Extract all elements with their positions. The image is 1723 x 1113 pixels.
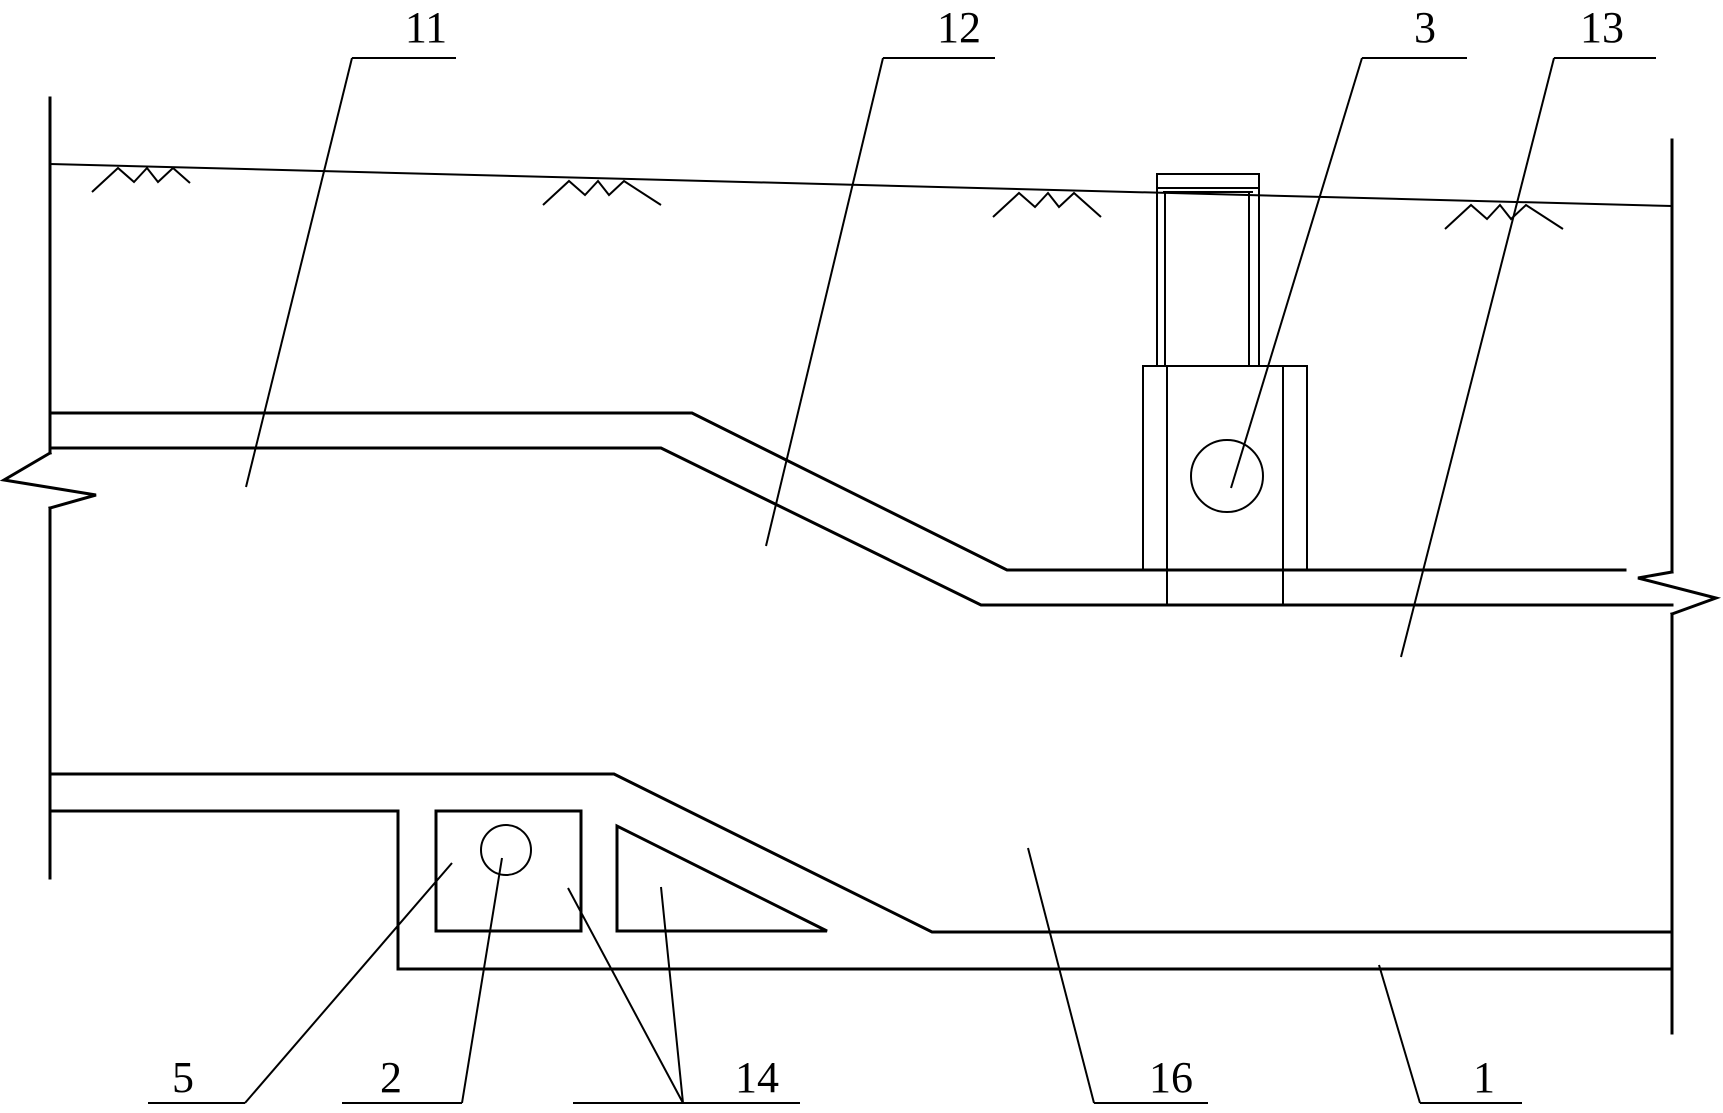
soil-hatch-4: [1444, 203, 1564, 230]
soil-hatch-3: [992, 191, 1102, 218]
callout-12: 12: [937, 3, 981, 52]
drain-pipe-circle: [480, 824, 532, 876]
leader-lines: [148, 57, 1656, 1104]
tunnel-floor-lower: [48, 809, 1674, 971]
callout-3: 3: [1414, 3, 1436, 52]
pipe-box-cavity: [434, 809, 583, 933]
callout-13: 13: [1580, 3, 1624, 52]
tunnel-roof-inner: [48, 446, 1674, 607]
callout-11: 11: [405, 3, 447, 52]
ground-surface-line: [49, 163, 1673, 207]
shaft-chamber: [1142, 365, 1308, 605]
left-break-symbol: [0, 450, 97, 510]
shaft-pipe-circle: [1190, 439, 1264, 513]
soil-hatch-1: [91, 166, 191, 193]
callout-14: 14: [735, 1053, 779, 1102]
soil-hatch-2: [542, 179, 662, 206]
tunnel-roof-outer: [48, 411, 1627, 572]
shaft-riser: [1156, 188, 1260, 366]
triangular-cavity: [615, 823, 828, 933]
callout-5: 5: [172, 1053, 194, 1102]
tunnel-floor-upper: [48, 772, 1674, 934]
shaft-lid: [1156, 173, 1260, 193]
callout-2: 2: [380, 1053, 402, 1102]
callout-1: 1: [1473, 1053, 1495, 1102]
right-break-symbol: [1637, 570, 1722, 616]
callout-16: 16: [1149, 1053, 1193, 1102]
